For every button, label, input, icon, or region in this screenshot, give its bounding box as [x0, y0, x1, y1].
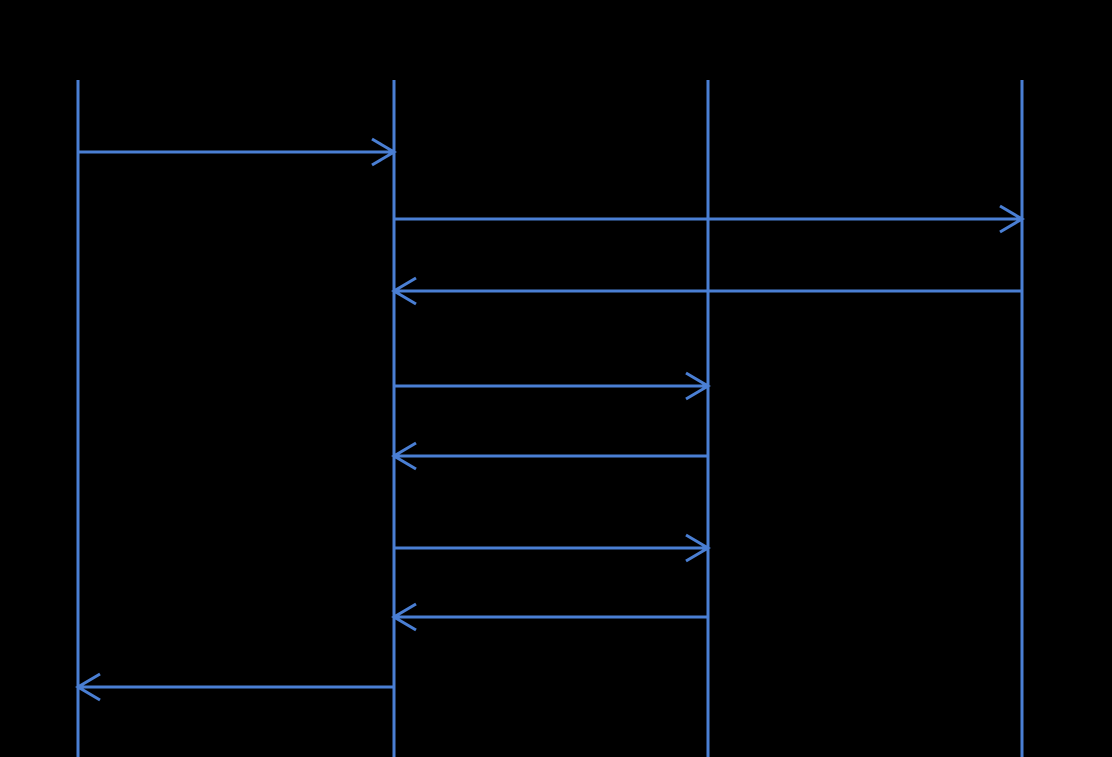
message-arrow-3[interactable] — [391, 276, 1022, 306]
message-arrowhead-6 — [685, 533, 711, 563]
message-arrowhead-1 — [371, 137, 397, 167]
message-arrowhead-2 — [999, 204, 1025, 234]
messages-group — [75, 137, 1025, 702]
message-arrowhead-4 — [685, 371, 711, 401]
message-arrowhead-7 — [391, 602, 417, 632]
message-arrow-6[interactable] — [394, 533, 711, 563]
message-arrowhead-8 — [75, 672, 101, 702]
message-arrow-7[interactable] — [391, 602, 708, 632]
message-arrow-5[interactable] — [391, 441, 708, 471]
message-arrowhead-5 — [391, 441, 417, 471]
message-arrow-2[interactable] — [394, 204, 1025, 234]
message-arrow-4[interactable] — [394, 371, 711, 401]
lifelines-group — [76, 80, 1024, 757]
message-arrow-1[interactable] — [78, 137, 397, 167]
message-arrow-8[interactable] — [75, 672, 394, 702]
message-arrowhead-3 — [391, 276, 417, 306]
